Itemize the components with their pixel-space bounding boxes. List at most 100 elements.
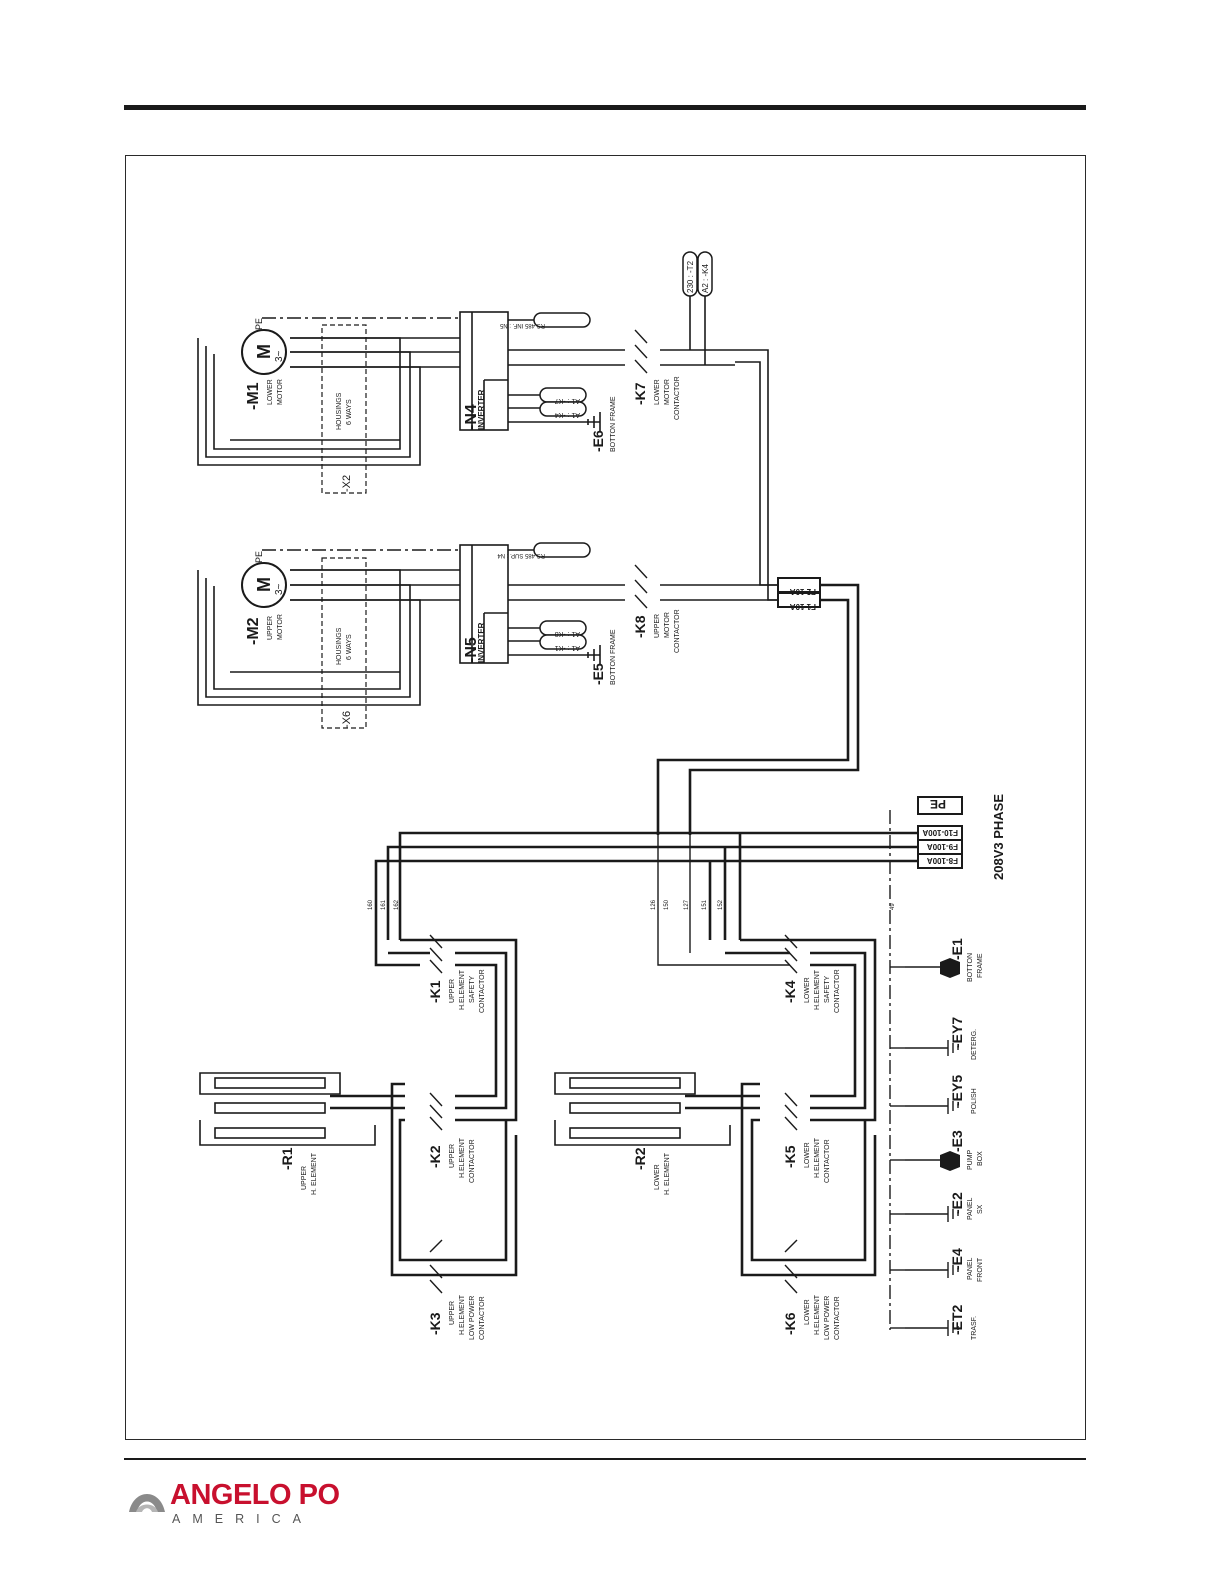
m1-id: -M1 [245,382,262,410]
wire-126: 126 [651,899,657,910]
e2-desc-1: PANEL [967,1197,974,1220]
e3-desc-2: BOX [977,1151,984,1166]
e2-desc-2: SX [977,1204,984,1214]
k2-desc-2: H.ELEMENT [459,1137,466,1178]
m1-desc-2: MOTOR [277,379,284,405]
k6-desc-4: CONTACTOR [834,1296,841,1340]
k2-id: -K2 [427,1145,443,1168]
pe-label: PE [930,797,946,811]
e6-desc: BOTTON FRAME [610,396,617,452]
brand-logo: ANGELO PO AMERICA [126,1478,346,1538]
logo-mark-icon [129,1494,165,1512]
e4-id: -E4 [949,1248,965,1270]
wire-152: 152 [718,899,724,910]
k3-desc-3: LOW POWER [469,1296,476,1340]
k5-desc-1: LOWER [804,1142,811,1168]
e6-id: -E6 [590,430,606,452]
k7-desc-1: LOWER [654,379,661,405]
diagram-frame [125,155,1086,1440]
x6-id: -X6 [341,711,353,728]
wire-49: 49 [890,903,896,910]
e5-id: -E5 [590,663,606,685]
top-rule [124,105,1086,110]
m2-block [197,544,601,729]
r2-id: -R2 [632,1147,648,1170]
ey5-desc: POLISH [971,1088,978,1114]
k6-desc-2: H.ELEMENT [814,1294,821,1335]
m2-pe: PE [254,551,264,563]
x2-id: -X2 [341,475,353,492]
m1-phase: 3~ [274,350,285,362]
m1-desc-1: LOWER [267,379,274,405]
k4-desc-3: SAFETY [824,975,831,1003]
m2-phase: 3~ [274,583,285,595]
ey5-id: -EY5 [949,1075,965,1106]
r2-desc-2: H. ELEMENT [664,1152,671,1195]
k3-desc-2: H.ELEMENT [459,1294,466,1335]
e1-id: -E1 [949,938,965,960]
k2-desc-3: CONTACTOR [469,1139,476,1183]
aux-fuse-2: F1 10A [790,602,816,611]
main-fuse-1: F10-100A [922,828,958,837]
lower-heating-thin [657,835,790,966]
wire-162: 162 [394,899,400,910]
x2-desc-1: HOUSINGS [336,392,343,430]
e5-desc: BOTTON FRAME [610,629,617,685]
main-fuse-3: F8-100A [927,856,958,865]
ref-top-2: A2 : -K4 [701,264,710,293]
k4-desc-2: H.ELEMENT [814,969,821,1010]
wire-151: 151 [702,899,708,910]
ey7-desc: DETERG. [971,1029,978,1060]
n5-id: -N5 [463,637,480,663]
main-fuse-2: F9-100A [927,842,958,851]
k4-id: -K4 [782,980,798,1003]
supply-label: 208V3 PHASE [991,794,1006,880]
r1-desc-1: UPPER [301,1166,308,1190]
x2-desc-2: 6 WAYS [346,399,353,425]
n4-ref-1: A1 : -K7 [555,397,580,404]
m1-symbol: M [254,344,274,359]
r2-desc-1: LOWER [654,1164,661,1190]
lower-heating [685,938,877,1277]
k8-desc-2: MOTOR [664,612,671,638]
contact-symbols [429,329,798,1294]
wire-160: 160 [368,899,374,910]
k1-id: -K1 [427,980,443,1003]
k5-desc-3: CONTACTOR [824,1139,831,1183]
e1-desc-2: FRAME [977,953,984,978]
k4-desc-4: CONTACTOR [834,969,841,1013]
r2-element [554,1072,731,1146]
k8-desc-3: CONTACTOR [674,609,681,653]
k8-desc-1: UPPER [654,614,661,638]
m2-symbol: M [254,577,274,592]
e3-id: -E3 [949,1130,965,1152]
m2-desc-2: MOTOR [277,614,284,640]
r1-desc-2: H. ELEMENT [311,1152,318,1195]
k1-desc-3: SAFETY [469,975,476,1003]
k1-desc-2: H.ELEMENT [459,969,466,1010]
n5-label: INVERTER [477,622,486,663]
earth-symbols [905,966,959,1336]
k2-desc-1: UPPER [449,1144,456,1168]
bottom-rule [124,1458,1086,1460]
k8-id: -K8 [632,615,648,638]
e2-id: -E2 [949,1192,965,1214]
k4-desc-1: LOWER [804,977,811,1003]
ey7-id: -EY7 [949,1017,965,1048]
hex-symbols [940,958,960,1171]
n5-rs: RS 485 SUP. : N4 [497,552,545,558]
ref-capsules [533,251,713,650]
labels: M 3~ PE -M1 LOWER MOTOR M 3~ PE -M2 UPPE… [245,260,1006,1340]
k3-id: -K3 [427,1312,443,1335]
pe-bus [889,810,905,1330]
k6-desc-1: LOWER [804,1299,811,1325]
e4-desc-1: PANEL [967,1257,974,1280]
k3-desc-4: CONTACTOR [479,1296,486,1340]
k5-id: -K5 [782,1145,798,1168]
e1-desc-1: BOTTON [967,953,974,982]
k7-desc-2: MOTOR [664,379,671,405]
et2-id: -ET2 [949,1304,965,1335]
m2-id: -M2 [245,617,262,645]
k6-desc-3: LOW POWER [824,1296,831,1340]
